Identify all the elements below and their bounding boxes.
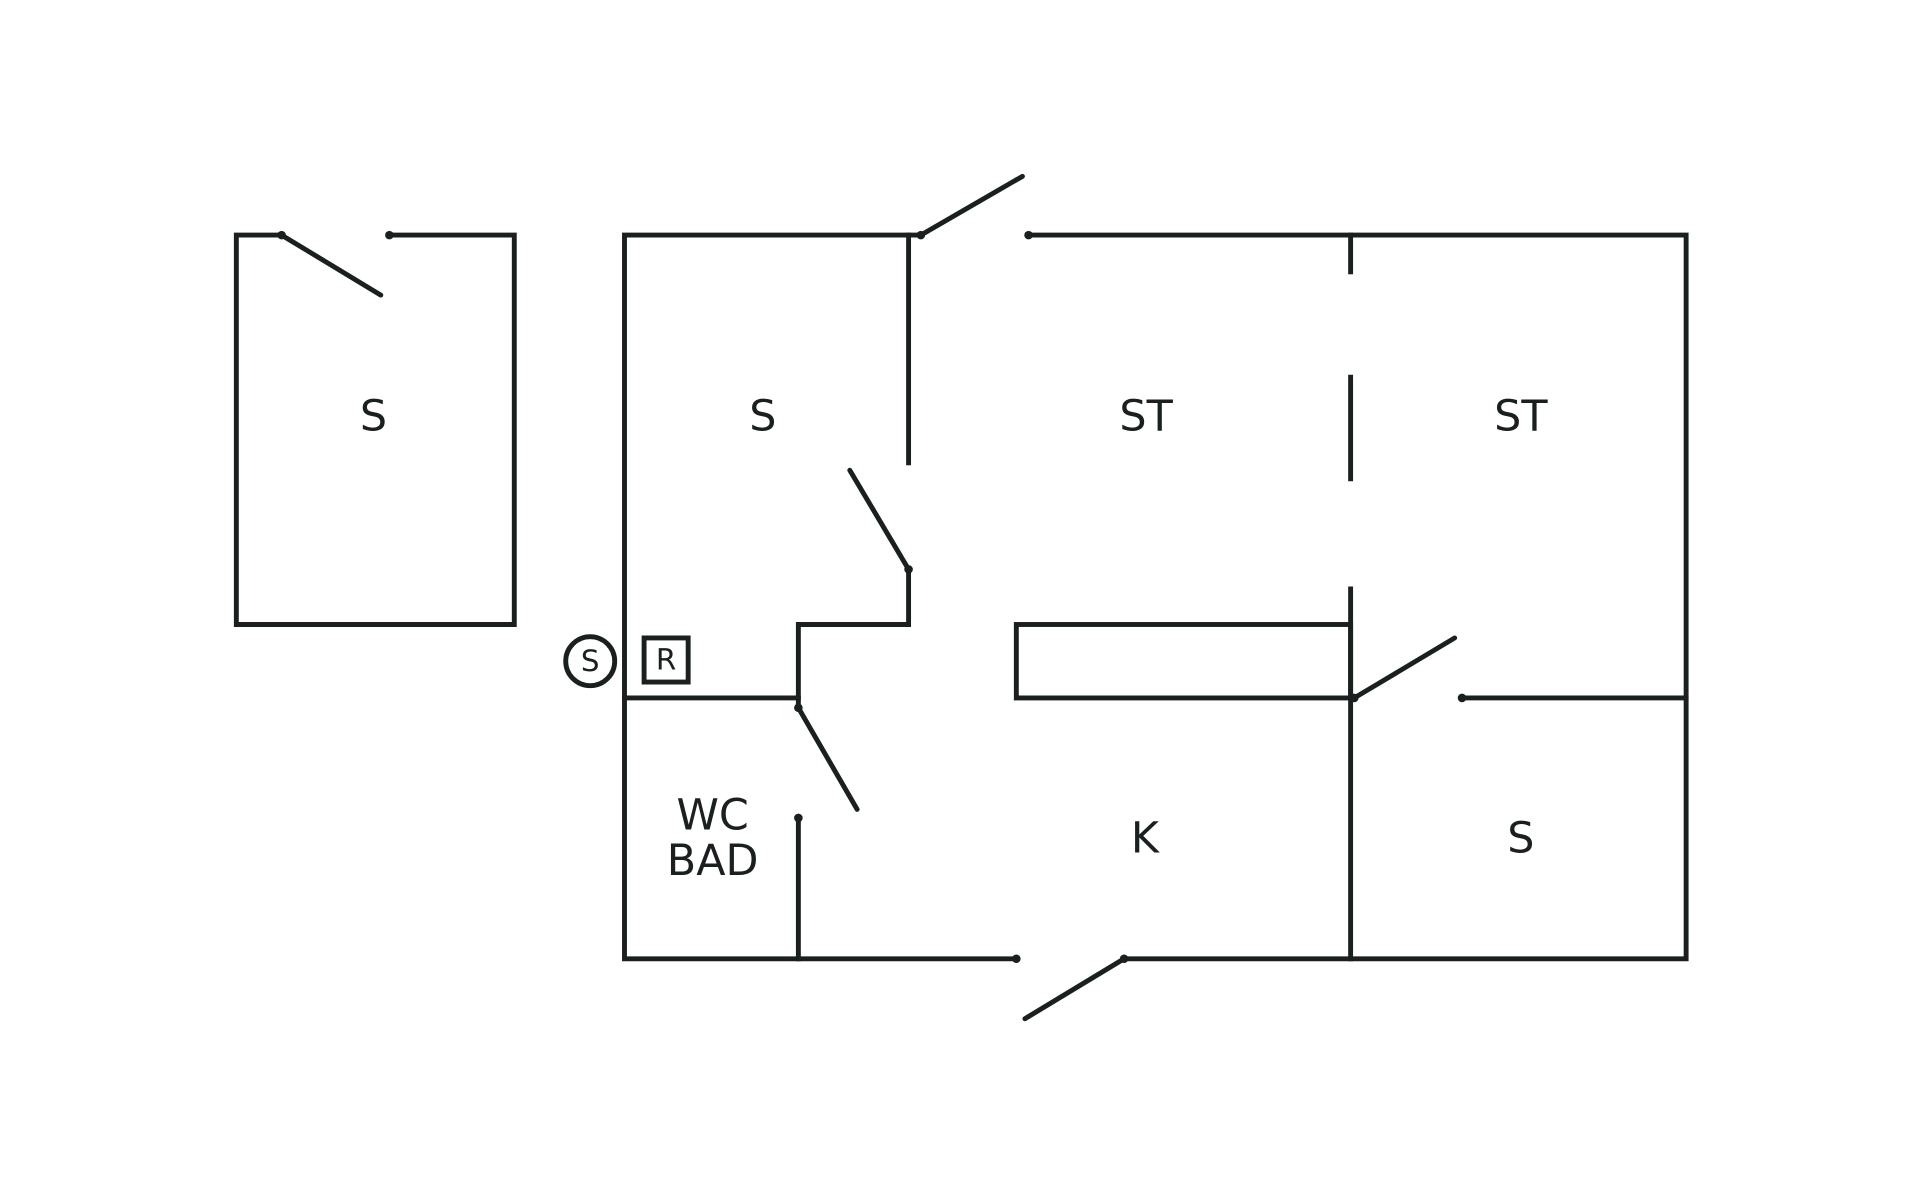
room-label-s: S — [1507, 814, 1534, 864]
symbols: S R — [563, 634, 691, 689]
door-hinges — [277, 230, 1467, 964]
room-label-annex: S — [360, 391, 387, 441]
annex-walls — [233, 232, 517, 627]
interior-wall — [795, 566, 912, 711]
entry-door-north — [918, 173, 1025, 238]
door-room-s — [847, 467, 912, 572]
entry-door-south — [1022, 956, 1127, 1022]
circle-symbol — [563, 634, 618, 689]
outer-wall-west — [622, 232, 1019, 962]
square-symbol — [641, 635, 691, 685]
room-label-k: K — [1131, 814, 1160, 864]
room-label-st: ST — [1494, 391, 1548, 441]
room-label-s: S — [749, 391, 776, 441]
main-building — [622, 173, 1689, 1022]
annex-building — [233, 232, 517, 627]
door-bath — [795, 705, 860, 812]
room-labels: S S ST ST K S WC BAD — [360, 391, 1548, 885]
annex-door — [279, 232, 384, 298]
circle-symbol-label: S — [581, 644, 600, 678]
square-symbol-label: R — [656, 643, 676, 677]
door-room-s-east — [1351, 635, 1458, 701]
kitchen-counter — [1013, 622, 1354, 701]
room-label-bad: BAD — [667, 836, 759, 886]
outer-wall-east — [1026, 232, 1689, 962]
room-label-wc: WC — [677, 790, 749, 840]
room-label-st: ST — [1119, 391, 1173, 441]
